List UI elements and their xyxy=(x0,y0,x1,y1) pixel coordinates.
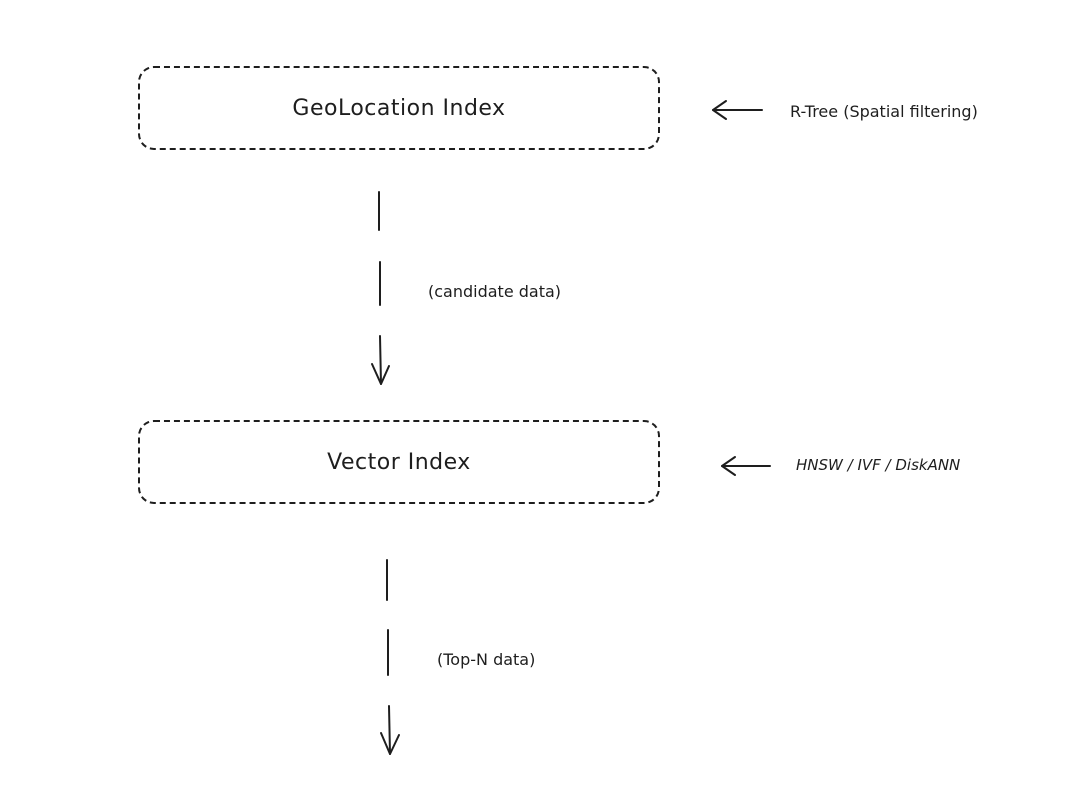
geolocation-note: R-Tree (Spatial filtering) xyxy=(790,102,978,121)
note-arrow-vector xyxy=(721,456,771,476)
geolocation-index-label: GeoLocation Index xyxy=(292,95,506,121)
edge-arrow-geo-to-vector xyxy=(371,191,390,385)
edge-label-candidate-data: (candidate data) xyxy=(428,282,562,301)
note-arrow-geo xyxy=(712,100,763,120)
geolocation-index-node: GeoLocation Index xyxy=(138,66,660,150)
edge-arrow-vector-out xyxy=(380,559,400,755)
vector-index-node: Vector Index xyxy=(138,420,660,504)
edge-label-top-n-data: (Top-N data) xyxy=(437,650,536,669)
vector-note: HNSW / IVF / DiskANN xyxy=(796,456,961,474)
vector-index-label: Vector Index xyxy=(327,449,471,475)
